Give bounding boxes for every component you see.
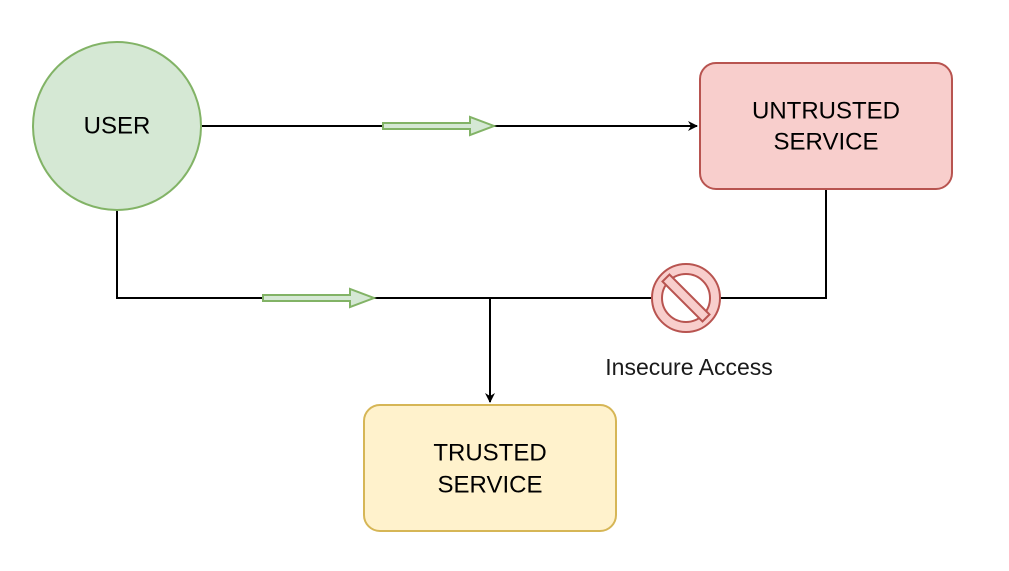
untrusted-service-node[interactable]: UNTRUSTED SERVICE (699, 62, 953, 190)
insecure-access-label: Insecure Access (605, 354, 772, 380)
user-node[interactable]: USER (32, 41, 202, 211)
untrusted-service-label-line1: UNTRUSTED (752, 98, 900, 125)
trusted-service-label-line1: TRUSTED (433, 440, 546, 467)
flow-arrow-bottom (262, 287, 377, 309)
untrusted-service-label-line2: SERVICE (774, 129, 879, 156)
trusted-service-label-line2: SERVICE (438, 472, 543, 499)
user-circle (32, 41, 202, 211)
edge-untrusted-to-junction (490, 189, 827, 299)
user-label: USER (84, 113, 151, 140)
flow-arrow-top (382, 115, 497, 137)
trusted-service-box (363, 404, 617, 532)
prohibited-icon (651, 263, 721, 333)
untrusted-service-box (699, 62, 953, 190)
edge-user-to-junction (116, 210, 490, 299)
trusted-service-node[interactable]: TRUSTED SERVICE (363, 404, 617, 532)
